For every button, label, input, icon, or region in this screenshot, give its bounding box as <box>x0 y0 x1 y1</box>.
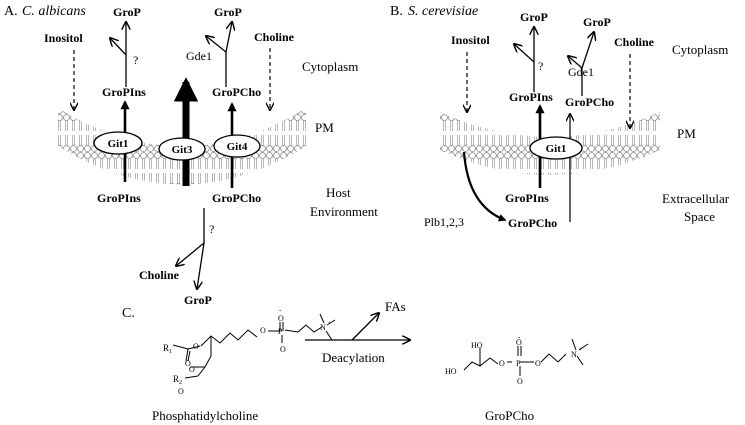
inositol-b-label: Inositol <box>451 33 490 47</box>
panel-b: B. S. cerevisiae Inositol GroP ? GroP Gd… <box>390 4 730 230</box>
o-atom-6: O <box>278 314 284 323</box>
inositol-label: Inositol <box>44 31 83 45</box>
p-atom-pc: P <box>278 327 283 336</box>
o-atom-g3: O <box>535 359 541 368</box>
gropins-split-arrow-left <box>110 38 127 87</box>
choline-b-label: Choline <box>614 35 655 49</box>
cytoplasm-b-label: Cytoplasm <box>672 42 728 57</box>
question-mark-b: ? <box>538 59 543 73</box>
o-atom-5: O <box>260 326 266 335</box>
grop-b-top-right-label: GroP <box>583 15 611 29</box>
extracellular-label-2: Space <box>684 209 715 224</box>
git4-transporter <box>213 134 261 158</box>
gropins-b-out-label: GroPIns <box>505 191 549 205</box>
git4-label: Git4 <box>227 141 248 153</box>
gde1-label: Gde1 <box>186 49 212 63</box>
grop-b-top-left-label: GroP <box>520 10 548 24</box>
gropins-in-label: GroPIns <box>102 85 146 99</box>
o-atom-3: O <box>178 387 184 396</box>
panel-b-species: S. cerevisiae <box>408 4 478 19</box>
plus-charge-pc: + <box>328 321 332 327</box>
gropins-out-label: GroPIns <box>97 191 141 205</box>
grop-out-label: GroP <box>184 293 212 307</box>
minus-charge-pc: - <box>279 306 282 314</box>
git3-transporter <box>158 137 206 161</box>
gde1-b-label: Gde1 <box>568 65 594 79</box>
panel-c-letter: C. <box>122 306 135 321</box>
gropcho-out-arrow-choline <box>176 208 205 266</box>
host-label-1: Host <box>326 185 351 200</box>
fas-label: FAs <box>385 299 406 314</box>
git1-b-transporter <box>529 136 583 160</box>
pm-label: PM <box>315 120 334 135</box>
r1-label: R1 <box>163 343 172 355</box>
panel-a: A. C. albicans Inositol GroP ? GroP Gde1… <box>4 4 378 307</box>
gropcho-b-split-up <box>581 32 594 69</box>
gropcho-b-out-label: GroPCho <box>508 216 557 230</box>
ho-atom-1: HO <box>445 367 457 376</box>
o-atom-7: O <box>280 345 286 354</box>
grop-top-left-label: GroP <box>113 5 141 19</box>
gropcho-structure <box>463 338 589 376</box>
o-atom-4: O <box>185 359 191 368</box>
panel-a-species: C. albicans <box>22 4 86 19</box>
question-mark-1: ? <box>133 53 138 67</box>
phosphatidylcholine-label: Phosphatidylcholine <box>152 408 258 423</box>
plb-arrow <box>462 151 507 222</box>
gropcho-b-in-label: GroPCho <box>565 95 614 109</box>
cytoplasm-label: Cytoplasm <box>302 59 358 74</box>
question-mark-2: ? <box>209 222 214 236</box>
o-atom-2: O <box>189 365 195 374</box>
git1-b-label: Git1 <box>546 143 567 155</box>
git1-label: Git1 <box>108 138 129 150</box>
o-atom-g4: O <box>517 377 523 386</box>
o-atom-g1: O <box>499 359 505 368</box>
gropcho-label: GroPCho <box>485 408 534 423</box>
plb-label: Plb1,2,3 <box>424 215 464 229</box>
gropins-b-split-left <box>514 44 535 92</box>
gropcho-split-arrow-up <box>225 22 232 53</box>
extracellular-label-1: Extracellular <box>662 191 730 206</box>
gropcho-out-label: GroPCho <box>212 191 261 205</box>
git1-transporter <box>93 131 143 155</box>
gropins-b-in-label: GroPIns <box>509 90 553 104</box>
deacylation-label: Deacylation <box>322 350 385 365</box>
git3-label: Git3 <box>172 144 193 156</box>
n-methyl-pc <box>319 313 336 341</box>
choline-label: Choline <box>254 30 295 44</box>
plus-charge-gpc: + <box>579 347 583 353</box>
panel-b-letter: B. <box>390 4 403 19</box>
membrane-a <box>58 108 306 185</box>
fas-arrow <box>351 313 379 341</box>
p-atom-gpc: P <box>516 359 521 368</box>
choline-out-label: Choline <box>139 268 180 282</box>
pm-b-label: PM <box>677 126 696 141</box>
gropcho-out-arrow-grop <box>197 242 205 289</box>
o-atom-g2: O <box>516 338 522 347</box>
gropcho-in-label: GroPCho <box>212 85 261 99</box>
ho-atom-2: HO <box>471 341 483 350</box>
panel-a-letter: A. <box>4 4 18 19</box>
phosphatidylcholine-structure <box>172 322 323 379</box>
grop-top-right-label: GroP <box>214 5 242 19</box>
panel-c: C. R1 R2 O O O O O O O P - N <box>122 299 589 423</box>
n-atom-gpc: N <box>571 350 577 359</box>
r2-label: R2 <box>173 374 182 386</box>
o-atom-1: O <box>193 342 199 351</box>
n-atom-pc: N <box>320 323 326 332</box>
host-label-2: Environment <box>310 204 378 219</box>
minus-charge-gpc: - <box>518 333 521 341</box>
